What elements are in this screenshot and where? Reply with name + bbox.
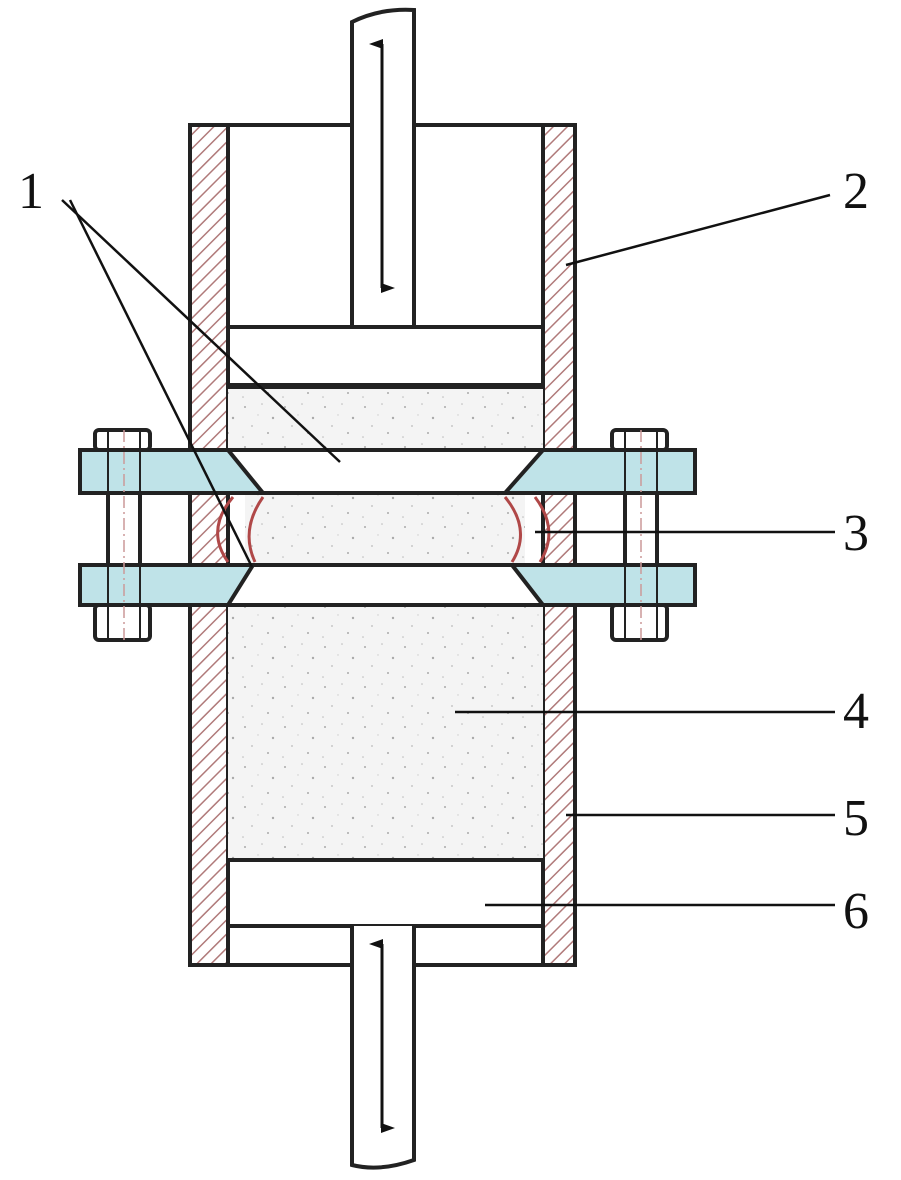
leader-lines [61, 193, 835, 907]
label-4: 4 [843, 683, 869, 740]
label-6: 6 [843, 883, 869, 940]
lower-flange-left [78, 563, 257, 607]
label-1: 1 [18, 163, 44, 220]
left-bolt [93, 428, 152, 642]
label-5: 5 [843, 790, 869, 847]
lower-flange-right [507, 563, 697, 607]
seal-ring [216, 496, 551, 563]
bottom-piston [226, 858, 545, 928]
left-wall [188, 123, 230, 967]
right-bolt [610, 428, 669, 642]
label-3: 3 [843, 505, 869, 562]
top-piston [226, 325, 545, 387]
upper-flange-right [500, 448, 697, 495]
label-2: 2 [843, 163, 869, 220]
sample-lower [228, 605, 543, 860]
sample-upper [228, 387, 543, 450]
sample-middle [245, 493, 525, 565]
